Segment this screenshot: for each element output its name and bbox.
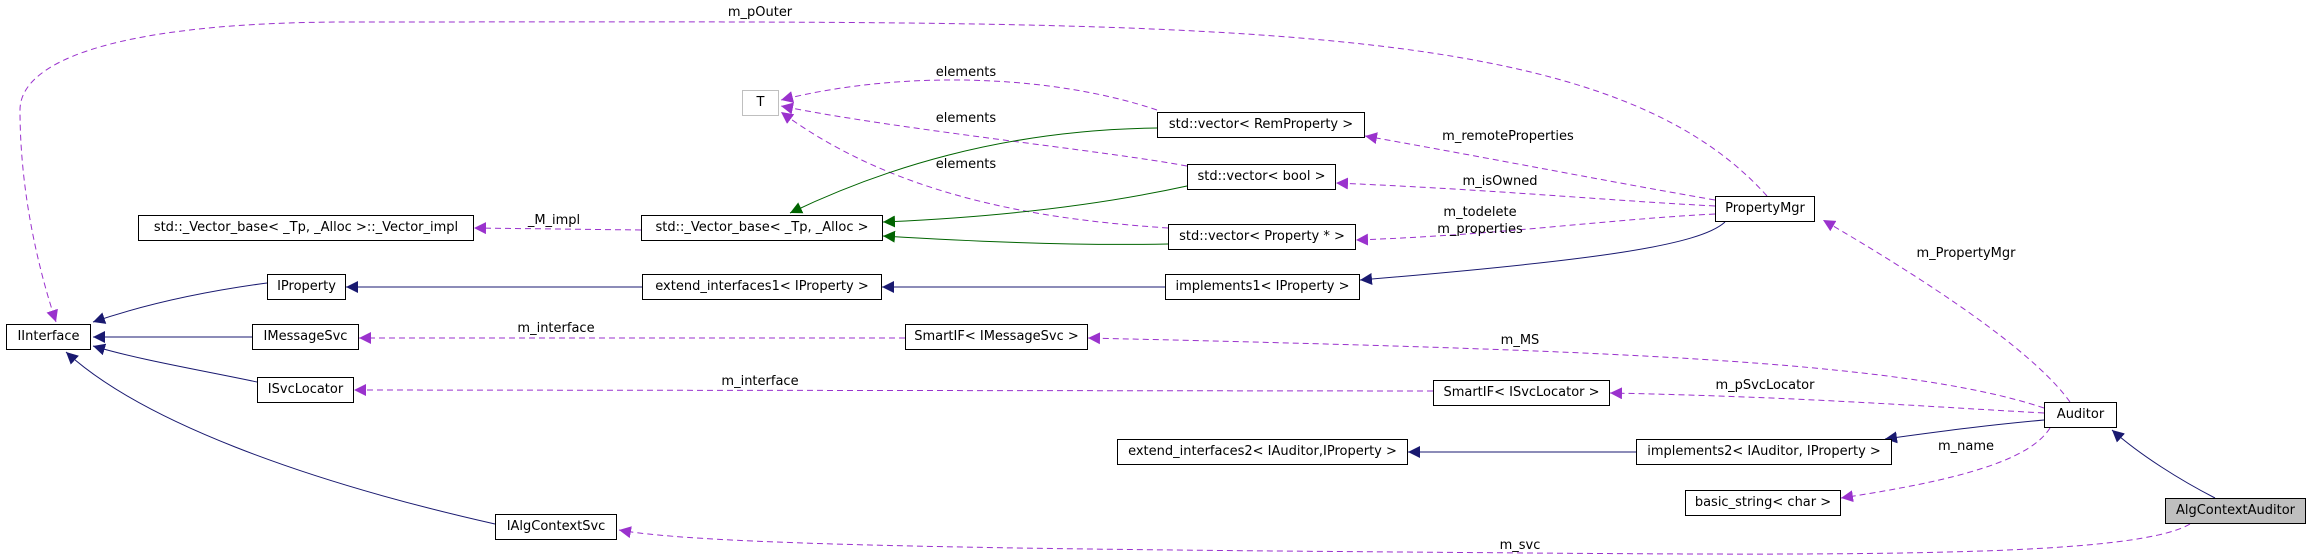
node-vector-impl[interactable]: std::_Vector_base< _Tp, _Alloc >::_Vecto… [138, 215, 474, 241]
edge-inheritance-propertymgr-to-implements1 [1359, 221, 1726, 285]
node-basic-string[interactable]: basic_string< char > [1685, 490, 1841, 516]
node-propertymgr[interactable]: PropertyMgr [1715, 196, 1815, 222]
node-vector-remproperty[interactable]: std::vector< RemProperty > [1157, 112, 1365, 138]
node-implements1[interactable]: implements1< IProperty > [1165, 274, 1360, 300]
edge-usage-vectorbase-to-vectorimpl [473, 222, 642, 235]
edge-label-m-todelete: m_todelete [1443, 205, 1516, 220]
edge-label-elements: elements [936, 111, 997, 126]
edge-label-m-interface: m_interface [721, 374, 798, 389]
edge-usage-auditor-to-smartifsvclocator [1609, 387, 2045, 414]
edge-usage-auditor-to-propertymgr [1822, 219, 2071, 403]
node-vector-base[interactable]: std::_Vector_base< _Tp, _Alloc > [641, 215, 883, 241]
edge-usage-vecpropertyptr-to-t [780, 111, 1169, 229]
node-algcontextauditor[interactable]: AlgContextAuditor [2165, 498, 2306, 524]
node-ialgcontextsvc[interactable]: IAlgContextSvc [495, 514, 617, 540]
edge-usage-propertymgr-to-vecpropertyptr [1355, 213, 1716, 246]
edge-template-vecremproperty-to-vectorbase [789, 127, 1158, 214]
edge-label-m-properties: m_properties [1437, 222, 1523, 237]
edge-label--m-impl: _M_impl [527, 213, 580, 228]
edge-label-m-ms: m_MS [1501, 333, 1540, 348]
node-smartif-isvclocator[interactable]: SmartIF< ISvcLocator > [1433, 380, 1610, 406]
edge-usage-vecbool-to-t [780, 102, 1188, 167]
edge-usage-propertymgr-to-iinterface [19, 21, 1768, 323]
edge-label-elements: elements [936, 65, 997, 80]
edge-label-m-svc: m_svc [1500, 538, 1541, 553]
edge-inheritance-isvclocator-to-iinterface [92, 343, 258, 383]
node-vector-property-ptr[interactable]: std::vector< Property * > [1168, 224, 1356, 250]
edge-usage-auditor-to-basicstring [1840, 427, 2051, 503]
node-implements2[interactable]: implements2< IAuditor, IProperty > [1636, 439, 1892, 465]
edge-inheritance-ialgcontextsvc-to-iinterface [65, 351, 496, 525]
node-iinterface[interactable]: IInterface [6, 324, 91, 350]
edge-template-vecpropertyptr-to-vectorbase [882, 230, 1169, 245]
node-iproperty[interactable]: IProperty [267, 274, 346, 300]
edge-label-m-remoteproperties: m_remoteProperties [1442, 129, 1574, 144]
edge-usage-propertymgr-to-vecbool [1335, 177, 1716, 207]
node-smartif-imessagesvc[interactable]: SmartIF< IMessageSvc > [905, 324, 1088, 350]
node-extend-interfaces1[interactable]: extend_interfaces1< IProperty > [642, 274, 882, 300]
edge-label-m-isowned: m_isOwned [1463, 174, 1538, 189]
edge-usage-smartifsvclocator-to-isvclocator [353, 384, 1434, 397]
edge-label-m-name: m_name [1938, 439, 1994, 454]
node-template-t[interactable]: T [742, 90, 779, 116]
edge-usage-vecremproperty-to-t [780, 79, 1158, 111]
edge-inheritance-algcontextauditor-to-auditor [2111, 429, 2216, 499]
node-vector-bool[interactable]: std::vector< bool > [1187, 164, 1336, 190]
edge-usage-algcontextauditor-to-ialgcontextsvc [618, 523, 2191, 555]
edge-inheritance-iproperty-to-iinterface [92, 282, 268, 324]
edge-usage-propertymgr-to-vecremproperty [1364, 132, 1716, 201]
edge-label-m-psvclocator: m_pSvcLocator [1716, 378, 1816, 393]
node-imessagesvc[interactable]: IMessageSvc [252, 324, 359, 350]
edge-inheritance-auditor-to-implements2 [1884, 419, 2045, 444]
edge-label-elements: elements [936, 157, 997, 172]
edge-label-m-propertymgr: m_PropertyMgr [1917, 246, 2017, 261]
edge-label-m-pouter: m_pOuter [728, 5, 793, 20]
node-auditor[interactable]: Auditor [2044, 402, 2117, 428]
node-isvclocator[interactable]: ISvcLocator [257, 377, 354, 403]
edge-usage-auditor-to-smartifmessagesvc [1087, 332, 2045, 409]
node-extend-interfaces2[interactable]: extend_interfaces2< IAuditor,IProperty > [1117, 439, 1408, 465]
edge-template-vecbool-to-vectorbase [882, 185, 1188, 228]
edge-label-m-interface: m_interface [517, 321, 594, 336]
